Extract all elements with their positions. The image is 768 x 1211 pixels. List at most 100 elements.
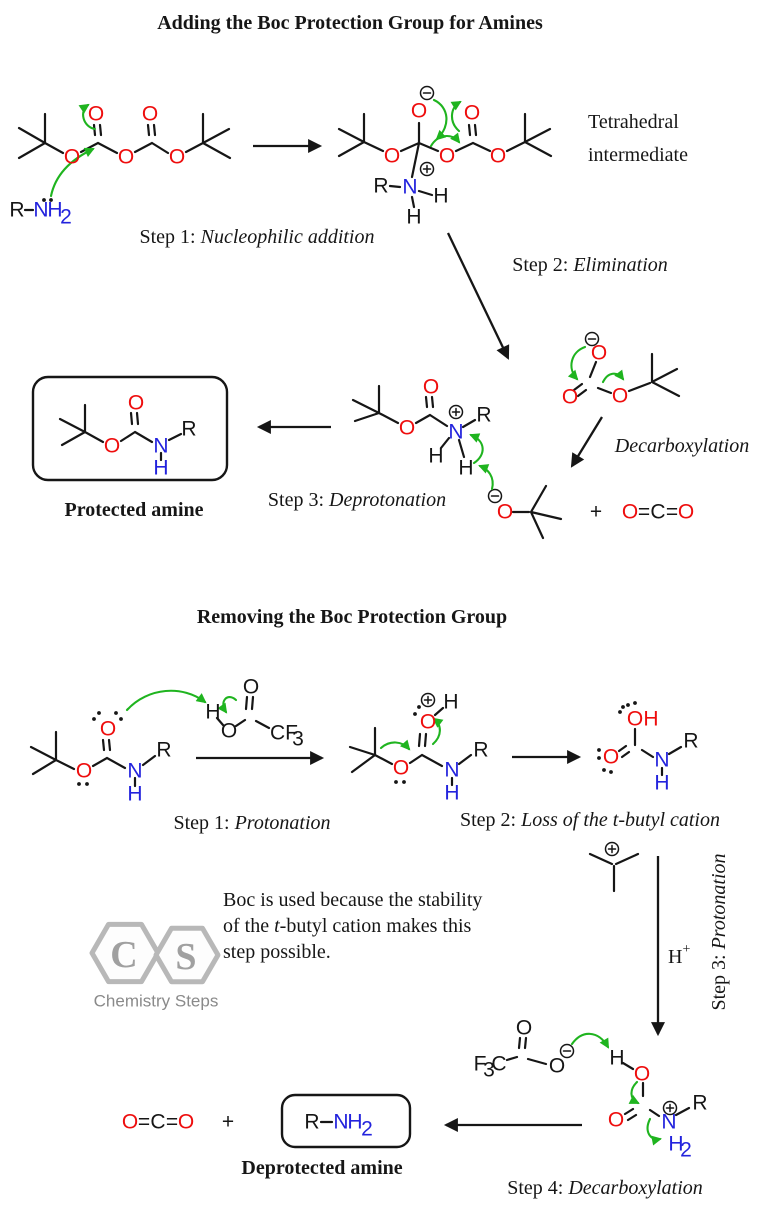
logo-letter-c: C — [110, 934, 137, 976]
carbonate-o-dbl: O — [562, 386, 578, 409]
carbamate-h: H — [127, 783, 142, 806]
protected-r: R — [181, 418, 196, 441]
deprotected-r: R — [304, 1111, 319, 1134]
curved-arrow-icon — [478, 464, 494, 491]
ammonium-h2: H — [458, 457, 473, 480]
protected-n: N — [153, 435, 168, 458]
protonated-oh-h: H — [443, 691, 458, 714]
product-box — [280, 1093, 412, 1149]
carbamic-oh-o: O — [627, 708, 643, 731]
curved-arrow-icon — [628, 1080, 640, 1105]
carbamic-oh-h: H — [643, 708, 658, 731]
step3-adding-label: Step 3: Deprotonation — [268, 489, 446, 511]
carbonate-o-minus: O — [591, 342, 607, 365]
molecule-boc-ammonium — [351, 384, 484, 465]
molecule-protonated-carbamate — [348, 692, 473, 787]
ammonium-r: R — [476, 404, 491, 427]
curved-arrow-icon — [379, 739, 411, 751]
co2b-o1: O — [122, 1111, 138, 1134]
deprotected-amine-label: Deprotected amine — [241, 1157, 402, 1179]
protonated-o-plus: O — [420, 711, 436, 734]
tetra-ester-o-right: O — [490, 145, 506, 168]
step4-r: R — [692, 1092, 707, 1115]
tfa-cf: CF — [270, 722, 298, 745]
tetrahedral-label-line1: Tetrahedral — [588, 111, 679, 133]
step4-oh-h: H — [609, 1047, 624, 1070]
tfa-carbonyl-o: O — [243, 676, 259, 699]
curved-arrow-icon — [78, 103, 97, 131]
protonated-ester-o: O — [393, 757, 409, 780]
curved-arrow-icon — [601, 369, 625, 384]
protonated-n: N — [444, 759, 459, 782]
carbamate-carbonyl-o: O — [100, 718, 116, 741]
ammonium-carbonyl-o: O — [423, 376, 439, 399]
ammonium-ester-o: O — [399, 417, 415, 440]
tfaanion-carbonyl-o: O — [516, 1017, 532, 1040]
curved-arrow-icon — [570, 1032, 610, 1049]
h-plus-label: H+ — [668, 942, 690, 969]
molecule-t-butoxide — [478, 464, 563, 540]
amine-r: R — [9, 199, 24, 222]
step1-adding-label: Step 1: Nucleophilic addition — [140, 226, 375, 248]
amine-h: H — [47, 199, 62, 222]
note-line1: Boc is used because the stability — [223, 889, 482, 911]
step4-nh-sub: 2 — [680, 1139, 692, 1162]
co2a-o1: O — [622, 501, 638, 524]
decarboxylation-arrow — [570, 416, 603, 468]
tfa-h: H — [205, 701, 220, 724]
molecule-t-butyl-cation — [588, 841, 640, 893]
logo-hexagon-c — [89, 921, 161, 985]
step2-diagonal-arrow — [446, 232, 510, 360]
molecule-protonated-carbamic-acid — [621, 1061, 691, 1146]
carbamic-o-dbl: O — [603, 746, 619, 769]
logo-letter-s: S — [175, 936, 196, 978]
step4-oh-o: O — [634, 1063, 650, 1086]
amine-h-sub: 2 — [60, 206, 72, 229]
carbamic-h: H — [654, 772, 669, 795]
co2a-c: C — [650, 501, 665, 524]
curved-arrow-icon — [49, 147, 95, 198]
boc2o-ester-o-left: O — [64, 146, 80, 169]
molecule-tetrahedral-intermediate — [337, 85, 553, 209]
curved-arrow-icon — [567, 345, 587, 381]
tfaanion-f: F — [474, 1053, 487, 1076]
step4-carbonyl-o: O — [608, 1109, 624, 1132]
step3-removing-label: Step 3: Protonation — [708, 853, 730, 1010]
note-line2: of the t-butyl cation makes this — [223, 915, 472, 937]
co2b-eq1: = — [138, 1111, 150, 1134]
curved-arrow-icon — [429, 132, 461, 148]
product-box — [31, 375, 229, 482]
plus-sign-1: + — [590, 501, 602, 524]
butoxide-o: O — [497, 501, 513, 524]
deprotected-n: N — [333, 1111, 348, 1134]
tfaanion-c: C — [491, 1053, 506, 1076]
co2b-c: C — [150, 1111, 165, 1134]
curved-arrow-icon — [431, 717, 444, 746]
deprotected-amine-product — [280, 1093, 412, 1149]
amine-n: N — [33, 199, 48, 222]
deprotected-h: H — [347, 1111, 362, 1134]
title-adding: Adding the Boc Protection Group for Amin… — [157, 12, 543, 34]
tfa-cf-sub: 3 — [292, 728, 304, 751]
boc2o-carbonyl-o-right: O — [142, 103, 158, 126]
tfaanion-o-minus: O — [549, 1055, 565, 1078]
protected-amine-label: Protected amine — [64, 499, 203, 521]
protected-amine-product — [31, 375, 229, 482]
boc2o-bridge-o: O — [118, 146, 134, 169]
molecule-boc2o — [17, 103, 232, 212]
step4-n: N — [661, 1111, 676, 1134]
molecule-tfa — [215, 695, 271, 730]
co2a-eq2: = — [666, 501, 678, 524]
curved-arrow-icon — [469, 433, 484, 465]
carbamic-r: R — [683, 730, 698, 753]
co2a-o2: O — [678, 501, 694, 524]
step4-removing-label: Step 4: Decarboxylation — [507, 1177, 703, 1199]
ammonium-n: N — [448, 421, 463, 444]
curved-arrow-icon — [646, 1117, 662, 1146]
curved-arrow-icon — [125, 689, 207, 712]
protected-ester-o: O — [104, 435, 120, 458]
curved-arrow-icon — [432, 98, 448, 141]
tetra-bridge-o: O — [439, 145, 455, 168]
ammonium-h1: H — [428, 445, 443, 468]
